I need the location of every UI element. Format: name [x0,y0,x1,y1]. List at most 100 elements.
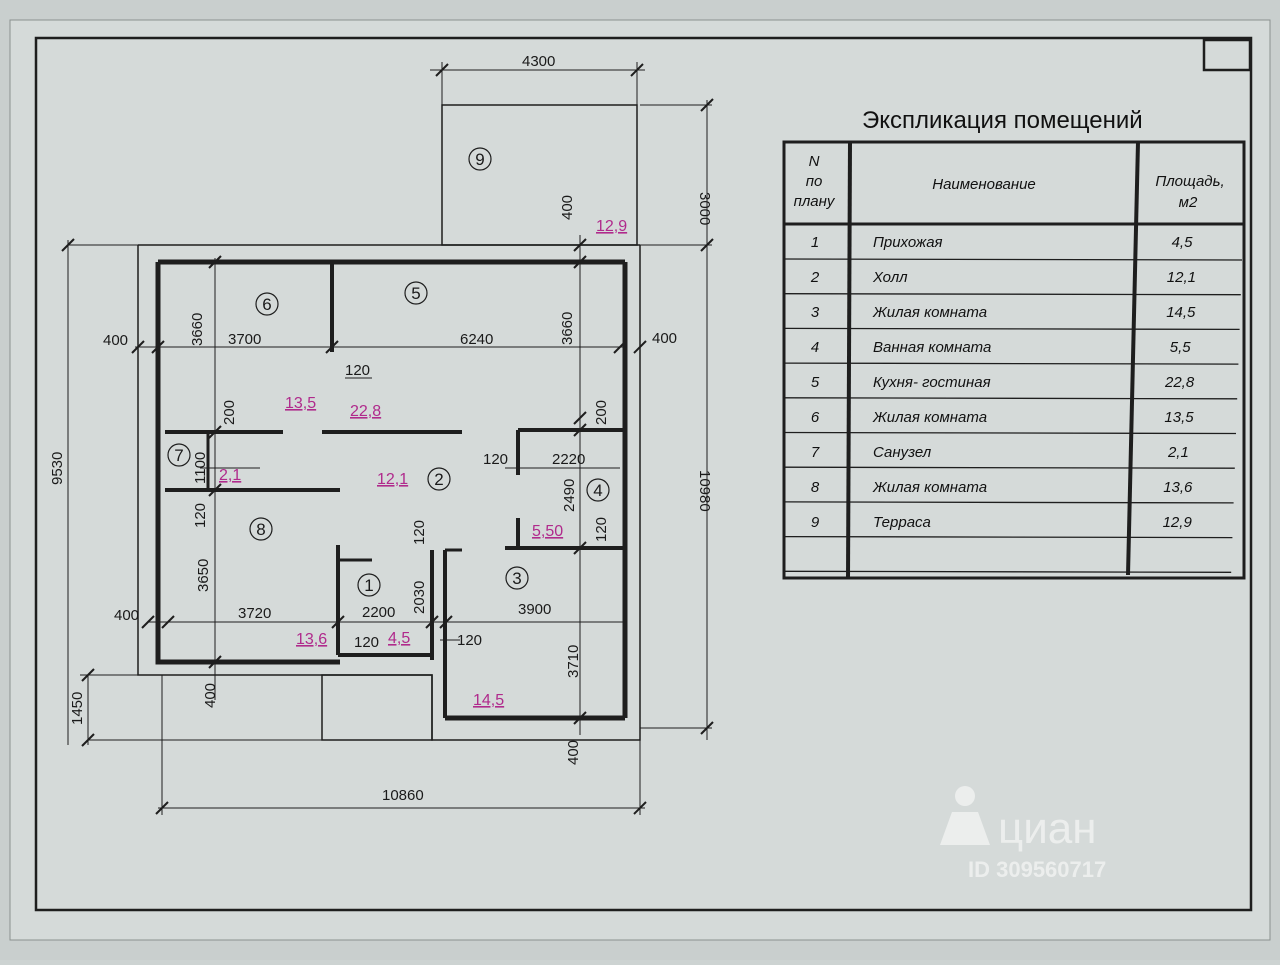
dim-terrace-width: 4300 [522,53,555,70]
table-row: 2 Холл 12,1 [810,269,1196,286]
dim-3650: 3650 [195,559,212,592]
row-number: 7 [811,444,820,461]
schedule-row-divider [783,466,1235,469]
dim-400-bottom-left: 400 [114,607,139,624]
dim-3660-left: 3660 [189,313,206,346]
schedule-row-divider [783,327,1240,331]
room-number-3: 3 [512,569,521,588]
header-area-1: Площадь, [1155,173,1224,190]
dim-200-b: 200 [593,400,610,425]
dim-120-a: 120 [345,362,370,379]
row-area: 5,5 [1170,339,1192,356]
area-room-8: 13,6 [296,631,327,648]
dim-120-g: 120 [411,520,428,545]
dim-3710: 3710 [565,645,582,678]
room-areas: 13,5 22,8 2,1 12,1 5,50 13,6 4,5 14,5 12… [219,218,627,709]
table-row: 8 Жилая комната 13,6 [811,479,1193,496]
dim-400-right: 400 [652,330,677,347]
row-area: 12,9 [1163,514,1193,531]
dim-terrace-depth: 3000 [696,192,713,225]
row-number: 4 [811,339,819,356]
dim-120-c: 120 [593,517,610,542]
dim-3660-right: 3660 [559,312,576,345]
table-row: 7 Санузел 2,1 [811,444,1189,461]
area-room-5: 22,8 [350,403,381,420]
row-name: Санузел [873,444,932,461]
dim-3720: 3720 [238,605,271,622]
dim-3900: 3900 [518,601,551,618]
room-number-5: 5 [411,284,420,303]
header-num-3: плану [794,193,836,210]
row-area: 22,8 [1164,374,1195,391]
header-area-2: м2 [1179,194,1198,211]
row-name: Жилая комната [872,304,987,321]
room-number-8: 8 [256,520,265,539]
table-row: 6 Жилая комната 13,5 [811,409,1194,426]
dim-total-height: 10980 [696,470,713,512]
row-name: Жилая комната [872,409,987,426]
row-name: Холл [872,269,908,286]
row-number: 6 [811,409,820,426]
header-name: Наименование [932,176,1036,193]
schedule-row-lines [783,258,1243,573]
dim-120-d: 120 [192,503,209,528]
table-row: 1 Прихожая 4,5 [811,234,1193,251]
schedule-row-divider [783,397,1238,400]
schedule-row-divider [783,293,1241,296]
row-number: 9 [811,514,820,531]
area-room-4: 5,50 [532,523,563,540]
area-room-9: 12,9 [596,218,627,235]
row-number: 8 [811,479,820,496]
row-area: 2,1 [1167,444,1189,461]
dim-120-f: 120 [457,632,482,649]
dim-120-e: 120 [354,634,379,651]
watermark: циан ID 309560717 [940,786,1106,882]
row-area: 13,5 [1164,409,1194,426]
schedule-row-divider [783,258,1243,261]
room-number-9: 9 [475,150,484,169]
room-number-6: 6 [262,295,271,314]
row-name: Прихожая [873,234,943,251]
schedule-row-divider [783,535,1233,539]
row-number: 5 [811,374,820,391]
header-num-1: N [809,153,820,170]
dim-400-bottom-mid: 400 [202,683,219,708]
schedule-row-divider [783,570,1232,573]
row-number: 3 [811,304,820,321]
row-area: 13,6 [1163,479,1193,496]
room-number-4: 4 [593,481,602,500]
dimension-texts: 4300 3000 10980 9530 1450 10860 400 3660… [49,53,713,804]
room-number-2: 2 [434,470,443,489]
dim-2200: 2200 [362,604,395,621]
room-markers: 1 2 3 4 5 6 7 8 9 [167,147,610,597]
room-schedule: Экспликация помещений N по плану Наимено… [782,107,1246,580]
dim-400-terrace: 400 [559,195,576,220]
dim-total-width: 10860 [382,787,424,804]
row-number: 1 [811,234,819,251]
schedule-title: Экспликация помещений [862,107,1143,134]
row-name: Жилая комната [872,479,987,496]
room-number-7: 7 [174,446,183,465]
dimension-ticks [61,63,714,815]
row-area: 12,1 [1167,269,1196,286]
drawing-frame [34,36,1253,912]
schedule-row-divider [783,431,1237,435]
row-number: 2 [810,269,820,286]
dim-2490: 2490 [561,479,578,512]
area-room-1: 4,5 [388,630,410,647]
frame-stamp-box [1202,38,1252,72]
schedule-row-divider [783,501,1234,504]
watermark-logo-icon [940,786,990,845]
dim-2030: 2030 [411,581,428,614]
plan-walls [137,104,641,741]
room-number-1: 1 [364,576,373,595]
dim-400-top-left: 400 [103,332,128,349]
dim-200-a: 200 [221,400,238,425]
row-area: 4,5 [1172,234,1194,251]
dim-3700: 3700 [228,331,261,348]
